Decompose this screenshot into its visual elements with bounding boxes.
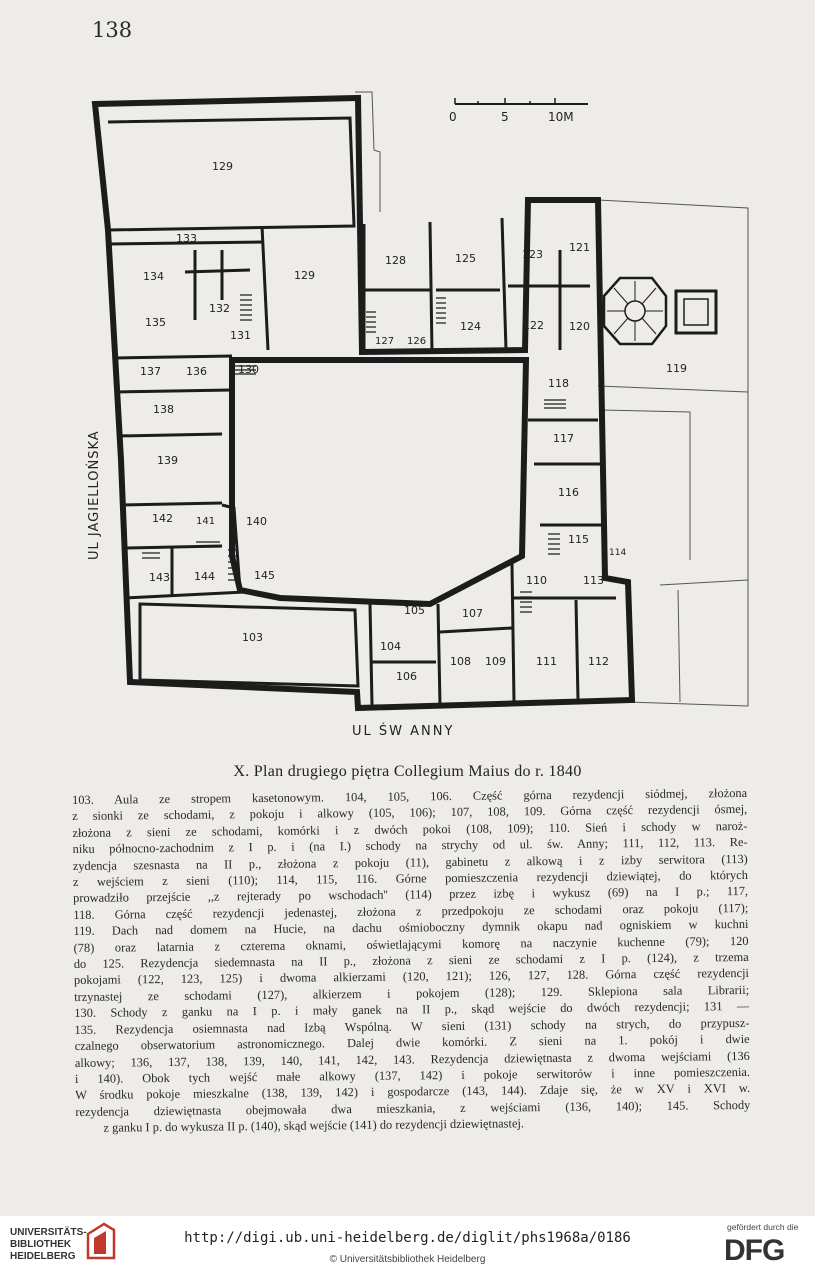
room-number: 114 [609, 548, 626, 558]
street-label-south: UL ŚW ANNY [352, 723, 454, 739]
room-number: 132 [209, 302, 230, 315]
room-number: 118 [548, 377, 569, 390]
room-number: 126 [407, 336, 426, 347]
room-number: 141 [196, 516, 215, 527]
room-number: 129 [212, 160, 233, 173]
room-number: 140 [246, 515, 267, 528]
page-number: 138 [92, 18, 133, 42]
copyright-notice: © Universitätsbibliothek Heidelberg [329, 1254, 486, 1265]
room-number: 127 [375, 336, 394, 347]
room-number: 137 [140, 365, 161, 378]
library-line: BIBLIOTHEK [10, 1239, 72, 1250]
room-number: 107 [462, 607, 483, 620]
room-number: 121 [569, 241, 590, 254]
room-number: 119 [666, 362, 687, 375]
library-logo-icon [86, 1222, 116, 1260]
room-number: 128 [385, 254, 406, 267]
citation-link[interactable]: http://digi.ub.uni-heidelberg.de/diglit/… [184, 1230, 631, 1246]
funding-note: gefördert durch die [727, 1222, 799, 1232]
outer-walls [91, 94, 636, 712]
room-number: 108 [450, 655, 471, 668]
figure-caption: X. Plan drugiego piętra Collegium Maius … [233, 763, 582, 780]
room-number: 111 [536, 655, 557, 668]
room-number: 133 [176, 232, 197, 245]
floor-plan: 0 5 10M UL JAGIELLOŃSKA UL ŚW ANNY 103 1… [86, 91, 749, 739]
room-number: 130 [238, 363, 259, 376]
room-number: 125 [455, 252, 476, 265]
neighbour-outlines [355, 91, 749, 707]
street-label-west: UL JAGIELLOŃSKA [86, 430, 102, 560]
digitization-footer [0, 1216, 815, 1276]
room-number: 144 [194, 570, 215, 583]
room-number: 104 [380, 640, 401, 653]
scale-label-10m: 10M [548, 110, 574, 124]
room-number: 135 [145, 316, 166, 329]
room-number: 109 [485, 655, 506, 668]
room-numbers: 103 104 105 106 107 108 109 110 111 112 … [140, 160, 687, 683]
room-legend: 103. Aula ze stropem kasetonowym. 104, 1… [72, 785, 751, 1137]
room-number: 105 [404, 604, 425, 617]
stair-markings [142, 294, 566, 613]
room-number: 139 [157, 454, 178, 467]
room-number: 131 [230, 329, 251, 342]
library-logo-text: UNIVERSITÄTS- BIBLIOTHEK HEIDELBERG [10, 1227, 87, 1263]
room-number: 106 [396, 670, 417, 683]
room-number: 129 [294, 269, 315, 282]
room-number: 117 [553, 432, 574, 445]
scale-label-5: 5 [501, 110, 509, 124]
scale-label-0: 0 [449, 110, 457, 124]
room-number: 112 [588, 655, 609, 668]
room-number: 120 [569, 320, 590, 333]
library-line: HEIDELBERG [10, 1251, 76, 1262]
room-number: 136 [186, 365, 207, 378]
library-line: UNIVERSITÄTS- [10, 1227, 87, 1238]
room-number: 142 [152, 512, 173, 525]
room-number: 143 [149, 571, 170, 584]
room-number: 138 [153, 403, 174, 416]
room-number: 115 [568, 533, 589, 546]
scale-bar [454, 98, 588, 105]
scanned-page: 138 [0, 0, 815, 1216]
room-number: 113 [583, 574, 604, 587]
room-number: 103 [242, 631, 263, 644]
room-number: 124 [460, 320, 481, 333]
square-lantern-icon [674, 289, 718, 335]
room-number: 122 [523, 319, 544, 332]
room-number: 123 [522, 248, 543, 261]
room-number: 134 [143, 270, 164, 283]
room-number: 116 [558, 486, 579, 499]
octagonal-lantern-icon [602, 276, 668, 346]
dfg-logo: DFG [724, 1234, 785, 1267]
room-number: 110 [526, 574, 547, 587]
room-number: 145 [254, 569, 275, 582]
inner-walls [107, 116, 616, 706]
